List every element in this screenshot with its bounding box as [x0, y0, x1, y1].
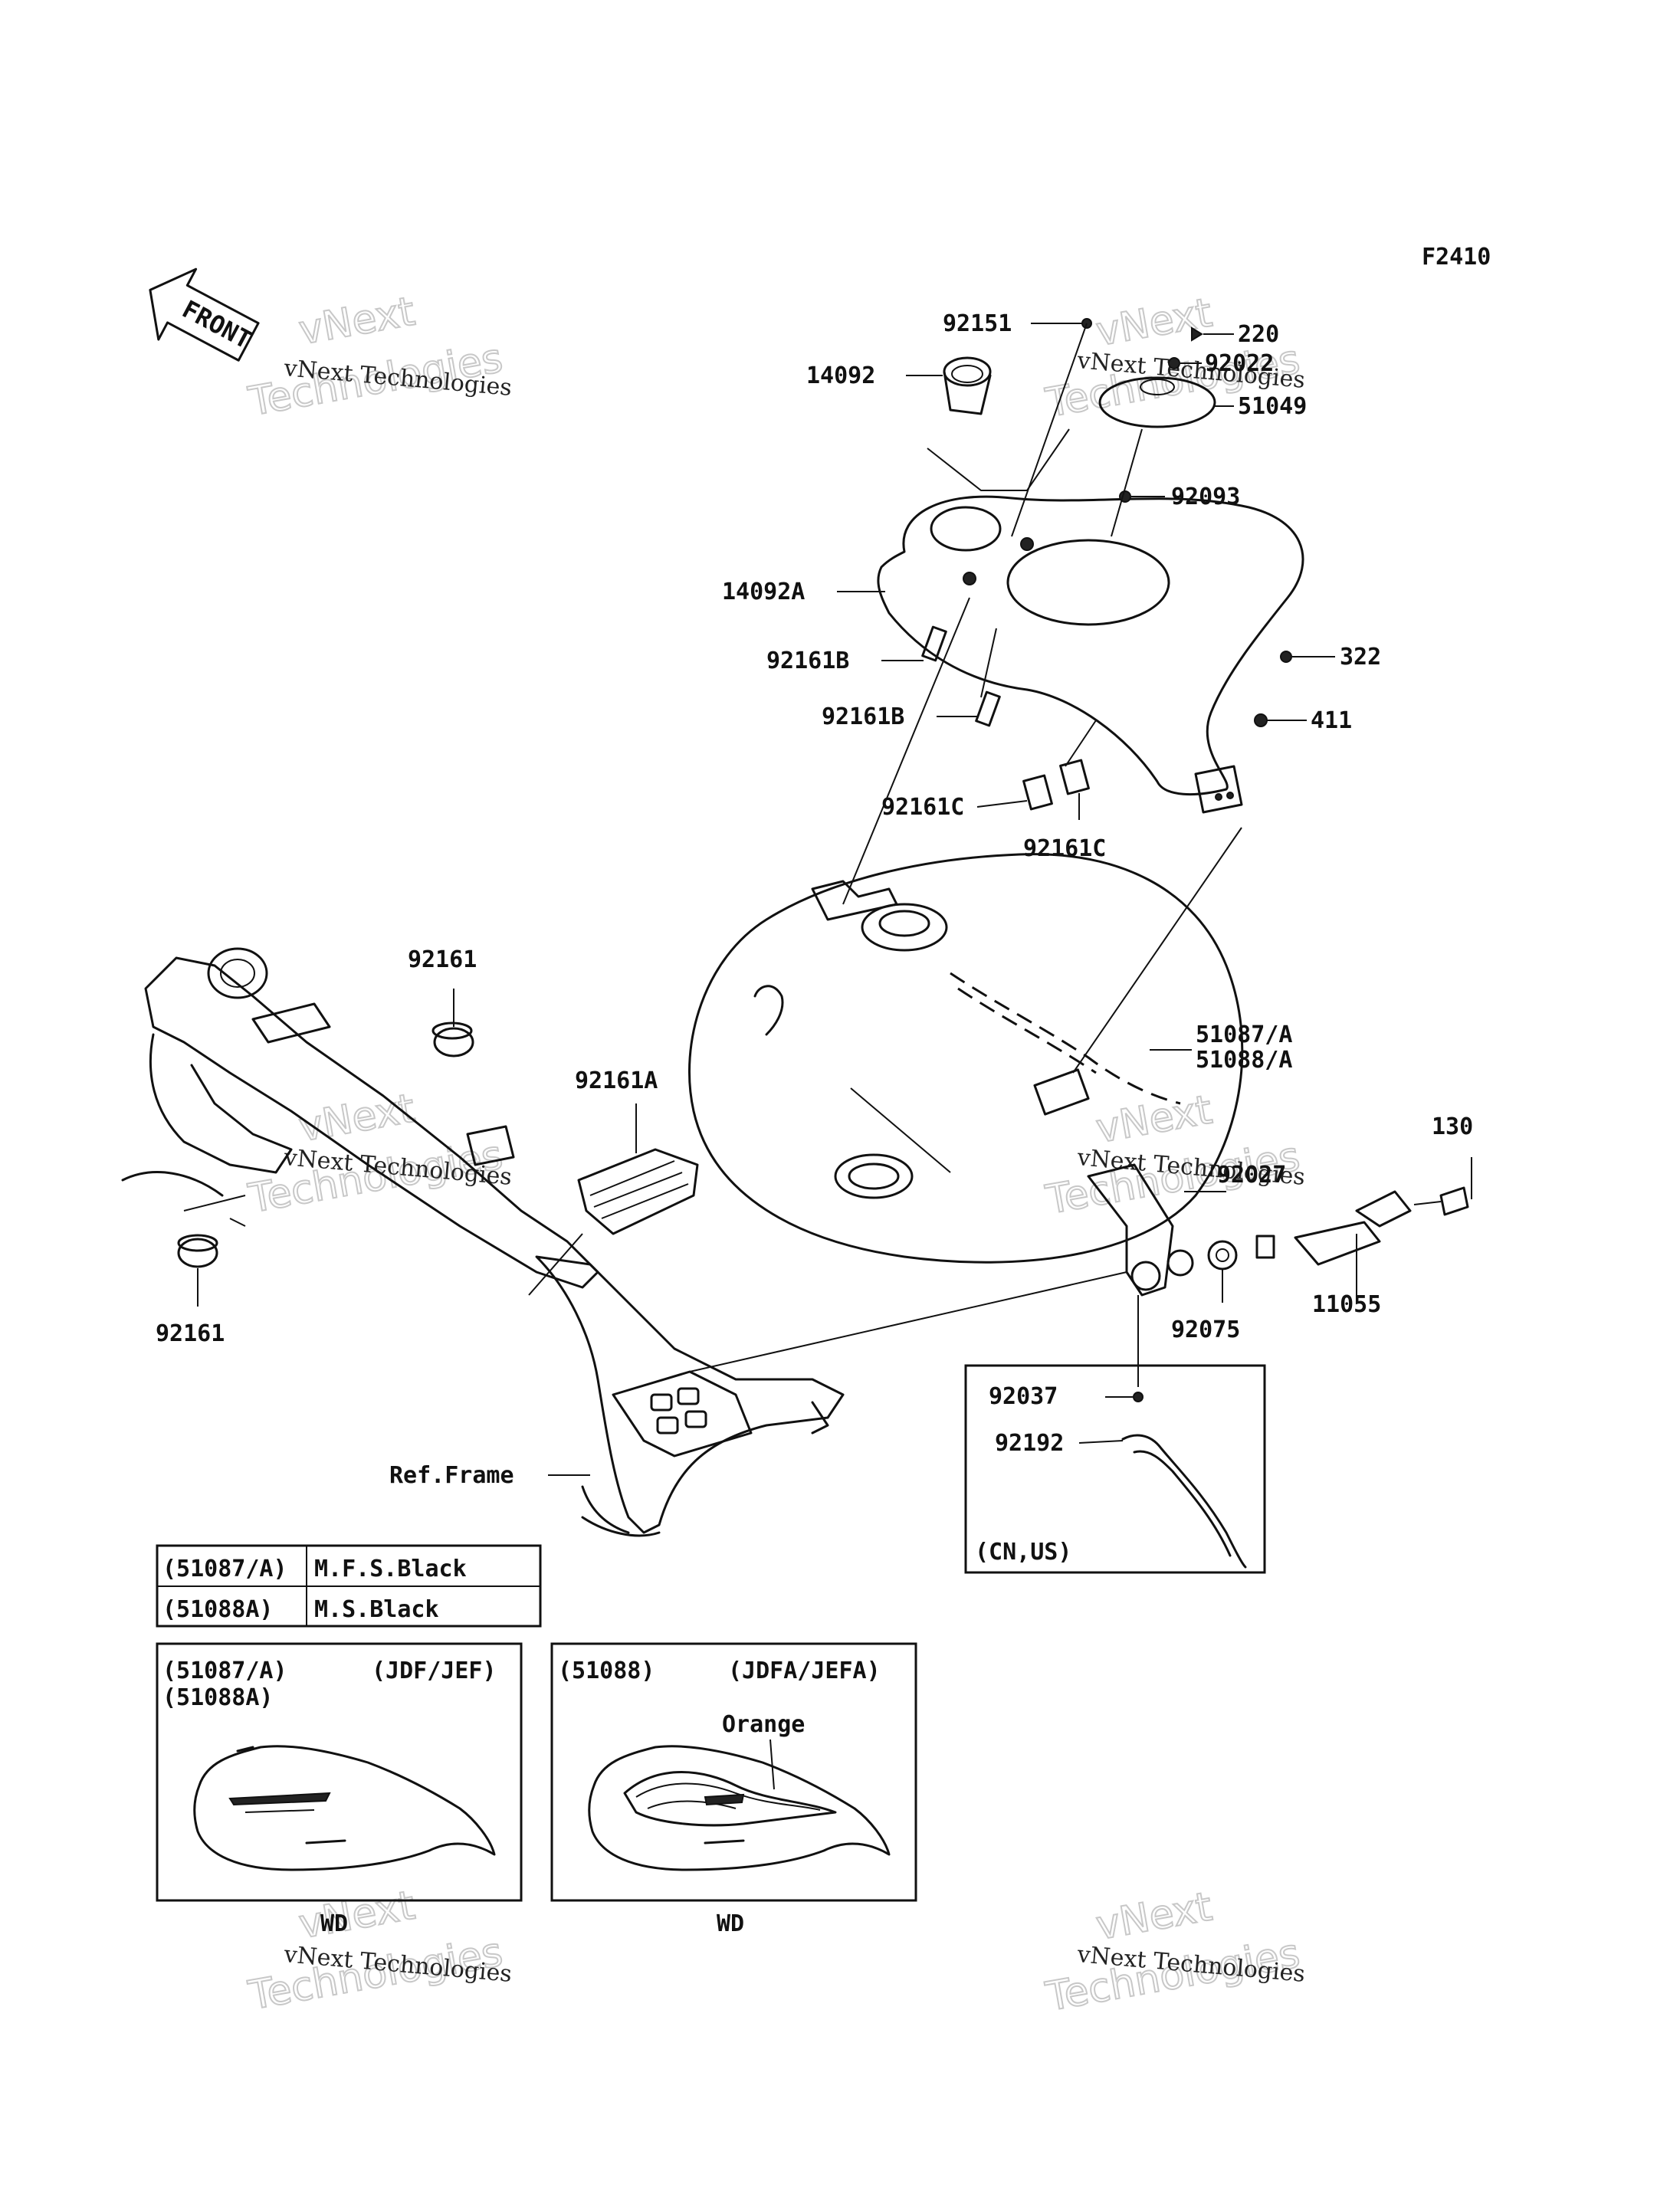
variant-left-code-1: (51087/A)	[162, 1658, 287, 1684]
label-92161C-2: 92161C	[1023, 835, 1106, 862]
label-92161B-2: 92161B	[822, 703, 904, 730]
meter-cover-51049	[1098, 376, 1216, 428]
pad-92161-top	[433, 1027, 474, 1058]
part-labels: 92151 220 14092 92022 51049 92093 14092A…	[156, 310, 1473, 1489]
damper-92075	[1207, 1240, 1238, 1271]
tank-graphic-left	[193, 1745, 496, 1871]
tank-cover-console	[877, 495, 1304, 814]
color-table: (51087/A) M.F.S.Black (51088A) M.S.Black	[156, 1544, 542, 1628]
tank-rear-bracket	[1087, 1163, 1275, 1297]
svg-text:vNext: vNext	[1093, 290, 1216, 355]
collar-92027	[1255, 1235, 1275, 1259]
label-92161-bottom: 92161	[156, 1320, 225, 1347]
washer-411	[1254, 713, 1268, 727]
label-92093: 92093	[1171, 484, 1240, 510]
svg-text:vNext: vNext	[296, 289, 418, 354]
figure-code: F2410	[1422, 244, 1491, 271]
label-cn-us: (CN,US)	[975, 1539, 1071, 1566]
label-92192: 92192	[995, 1430, 1064, 1457]
bracket-11055	[1294, 1186, 1469, 1266]
label-11055: 11055	[1312, 1291, 1381, 1318]
color-table-code-1: (51087/A)	[162, 1556, 287, 1582]
label-ref-frame: Ref.Frame	[389, 1462, 514, 1489]
pad-92161C-2	[1059, 759, 1090, 795]
pad-92161C-1	[1022, 774, 1053, 811]
label-92161C-1: 92161C	[881, 794, 964, 821]
svg-text:vNext: vNext	[296, 1086, 418, 1151]
watermark-mid-left: vNext Technologies	[244, 1085, 507, 1223]
tank-graphic-right	[588, 1745, 891, 1871]
svg-text:vNext: vNext	[1093, 1884, 1216, 1949]
label-92161B-1: 92161B	[766, 648, 849, 674]
label-322: 322	[1340, 644, 1381, 671]
leader-lines-frame	[183, 989, 637, 1476]
washer-92022	[1168, 357, 1180, 369]
label-14092: 14092	[806, 362, 875, 389]
label-51049: 51049	[1238, 393, 1307, 420]
label-220: 220	[1238, 321, 1279, 348]
watermark-top-left: vNext Technologies	[244, 288, 507, 426]
variant-right-code: (51088)	[558, 1658, 655, 1684]
label-14092A: 14092A	[722, 579, 805, 605]
svg-text:vNext: vNext	[1093, 1087, 1216, 1152]
label-92161A: 92161A	[575, 1067, 658, 1094]
color-table-code-2: (51088A)	[162, 1596, 274, 1623]
variant-box-left: (51087/A) (51088A) (JDF/JEF) WD	[156, 1642, 523, 1937]
variant-left-caption: WD	[320, 1910, 348, 1937]
pad-92161B-2	[975, 690, 1001, 727]
label-92161-top: 92161	[408, 946, 477, 973]
label-92151: 92151	[943, 310, 1012, 337]
variant-right-caption: WD	[717, 1910, 744, 1937]
variant-box-right: (51088) (JDFA/JEFA) Orange WD	[550, 1642, 917, 1937]
watermark-bottom-right: vNext Technologies	[1042, 1883, 1304, 2021]
label-51088: 51088/A	[1196, 1047, 1292, 1074]
variant-right-models: (JDFA/JEFA)	[728, 1658, 881, 1684]
bolt-322	[1280, 651, 1292, 663]
label-92075: 92075	[1171, 1317, 1240, 1343]
pad-92161B-1	[921, 625, 947, 662]
frame-pads	[177, 1021, 699, 1268]
label-92027: 92027	[1217, 1162, 1286, 1189]
svg-text:FRONT: FRONT	[178, 294, 257, 355]
hose-92192	[1121, 1434, 1247, 1569]
label-51087: 51087/A	[1196, 1021, 1292, 1048]
label-411: 411	[1311, 707, 1352, 734]
watermark-mid-right: vNext Technologies	[1042, 1086, 1304, 1224]
label-92037: 92037	[989, 1383, 1058, 1410]
fuel-tank	[688, 853, 1244, 1264]
variant-left-models: (JDF/JEF)	[372, 1658, 497, 1684]
clamp-92037	[1133, 1392, 1144, 1402]
label-92022: 92022	[1205, 350, 1274, 377]
watermarks: vNext Technologies vNext Technologies vN…	[244, 288, 1306, 2022]
cn-us-detail-box: (CN,US)	[964, 1364, 1266, 1574]
frame	[121, 947, 845, 1537]
pad-92161A	[577, 1148, 699, 1235]
front-arrow-icon: FRONT	[149, 267, 260, 362]
color-table-color-1: M.F.S.Black	[314, 1556, 467, 1582]
label-130: 130	[1432, 1113, 1473, 1140]
watermark-bottom-left: vNext Technologies	[244, 1882, 507, 2020]
pad-92161-bottom	[177, 1238, 218, 1268]
washer-220	[1191, 326, 1203, 342]
leader-lines-tank	[689, 1049, 1472, 1387]
svg-text:vNext: vNext	[296, 1883, 418, 1948]
color-table-color-2: M.S.Black	[314, 1596, 439, 1623]
variant-right-note: Orange	[722, 1711, 805, 1738]
leader-lines-upper	[837, 323, 1335, 1074]
fuel-cap-14092	[943, 356, 992, 415]
variant-left-code-2: (51088A)	[162, 1684, 274, 1711]
